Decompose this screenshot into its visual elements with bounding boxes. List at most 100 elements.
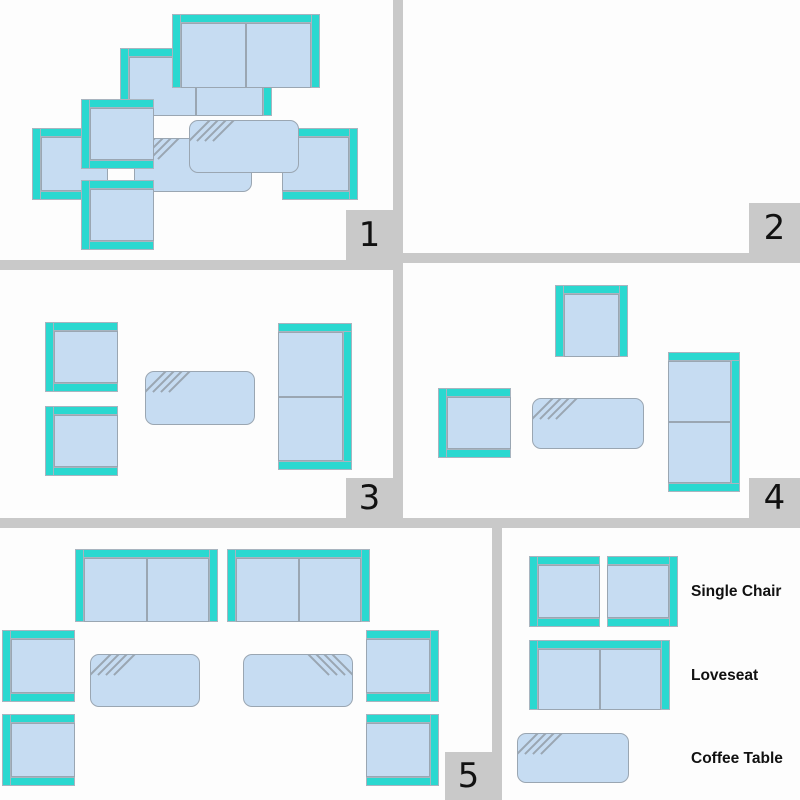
loveseat-arm-top — [668, 352, 740, 361]
chair-cushion — [54, 415, 118, 467]
chair-back — [81, 99, 154, 108]
coffee-table — [243, 654, 353, 707]
loveseat — [668, 352, 740, 492]
loveseat-cushion — [538, 649, 600, 710]
loveseat-cushion — [146, 558, 209, 622]
chair-back — [366, 630, 439, 639]
table-glass-hatch — [304, 655, 352, 695]
chair-arm-left — [2, 630, 11, 702]
table-glass-hatch — [518, 734, 566, 774]
coffee-table — [532, 398, 644, 449]
chair-arm-right — [430, 714, 439, 786]
chair-front — [366, 693, 439, 702]
chair-back — [366, 714, 439, 723]
table-glass-hatch — [91, 655, 139, 695]
panel-number-badge-1: 1 — [346, 210, 393, 260]
single-chair — [366, 714, 439, 786]
chair-front — [529, 618, 600, 627]
chair-cushion — [366, 723, 430, 777]
legend-label-1: Loveseat — [691, 667, 759, 684]
loveseat-arm-right — [661, 640, 670, 710]
loveseat-cushion — [84, 558, 147, 622]
chair-arm-left — [81, 99, 90, 169]
coffee-table — [145, 371, 255, 425]
loveseat-cushion — [668, 422, 731, 483]
chair-back — [607, 556, 678, 565]
loveseat-back — [731, 352, 740, 492]
chair-front — [45, 467, 118, 476]
single-chair — [81, 180, 154, 250]
coffee-table — [517, 733, 629, 783]
chair-back — [529, 556, 600, 565]
loveseat-cushion — [236, 558, 299, 622]
loveseat — [227, 549, 370, 622]
loveseat-back — [227, 549, 370, 558]
loveseat-arm-right — [209, 549, 218, 622]
loveseat-back — [343, 323, 352, 470]
chair-cushion — [564, 294, 619, 357]
chair-arm-right — [430, 630, 439, 702]
single-chair — [45, 322, 118, 392]
table-glass-hatch — [190, 121, 238, 161]
chair-back — [45, 322, 118, 331]
loveseat-arm-left — [75, 549, 84, 622]
table-glass-hatch — [533, 399, 581, 439]
loveseat-back — [172, 14, 320, 23]
chair-front — [438, 449, 511, 458]
chair-arm-left — [529, 556, 538, 627]
single-chair — [529, 556, 600, 627]
loveseat-cushion — [599, 649, 661, 710]
panel-p2 — [403, 0, 800, 253]
chair-arm-left — [555, 285, 564, 357]
coffee-table — [90, 654, 200, 707]
panel-number-badge-5: 5 — [445, 752, 492, 800]
chair-front — [2, 777, 75, 786]
chair-front — [282, 191, 358, 200]
chair-back — [438, 388, 511, 397]
loveseat-back — [529, 640, 670, 649]
chair-cushion — [90, 189, 154, 241]
legend-label-2: Coffee Table — [691, 750, 783, 767]
loveseat — [75, 549, 218, 622]
single-chair — [438, 388, 511, 458]
loveseat-arm-bottom — [278, 461, 352, 470]
chair-front — [45, 383, 118, 392]
single-chair — [607, 556, 678, 627]
chair-arm-right — [349, 128, 358, 200]
chair-arm-left — [2, 714, 11, 786]
loveseat-back — [75, 549, 218, 558]
panel-number-badge-4: 4 — [749, 478, 800, 518]
single-chair — [555, 285, 628, 357]
loveseat-arm-right — [311, 14, 320, 88]
loveseat-cushion — [246, 23, 311, 88]
loveseat-arm-top — [278, 323, 352, 332]
single-chair — [45, 406, 118, 476]
chair-arm-left — [81, 180, 90, 250]
chair-cushion — [447, 397, 511, 449]
loveseat — [172, 14, 320, 88]
chair-cushion — [538, 565, 600, 618]
chair-arm-left — [45, 406, 54, 476]
chair-cushion — [366, 639, 430, 693]
chair-front — [366, 777, 439, 786]
chair-front — [2, 693, 75, 702]
loveseat-arm-left — [227, 549, 236, 622]
chair-arm-left — [438, 388, 447, 458]
coffee-table — [189, 120, 299, 173]
chair-cushion — [607, 565, 669, 618]
chair-front — [81, 241, 154, 250]
panel-number-badge-3: 3 — [346, 478, 393, 518]
loveseat — [529, 640, 670, 710]
chair-cushion — [54, 331, 118, 383]
loveseat-cushion — [668, 361, 731, 422]
chair-arm-left — [32, 128, 41, 200]
chair-arm-left — [45, 322, 54, 392]
chair-cushion — [90, 108, 154, 160]
loveseat-arm-left — [529, 640, 538, 710]
chair-back — [555, 285, 628, 294]
chair-cushion — [11, 639, 75, 693]
panel-number-badge-2: 2 — [749, 203, 800, 253]
single-chair — [2, 714, 75, 786]
legend-label-0: Single Chair — [691, 583, 782, 600]
